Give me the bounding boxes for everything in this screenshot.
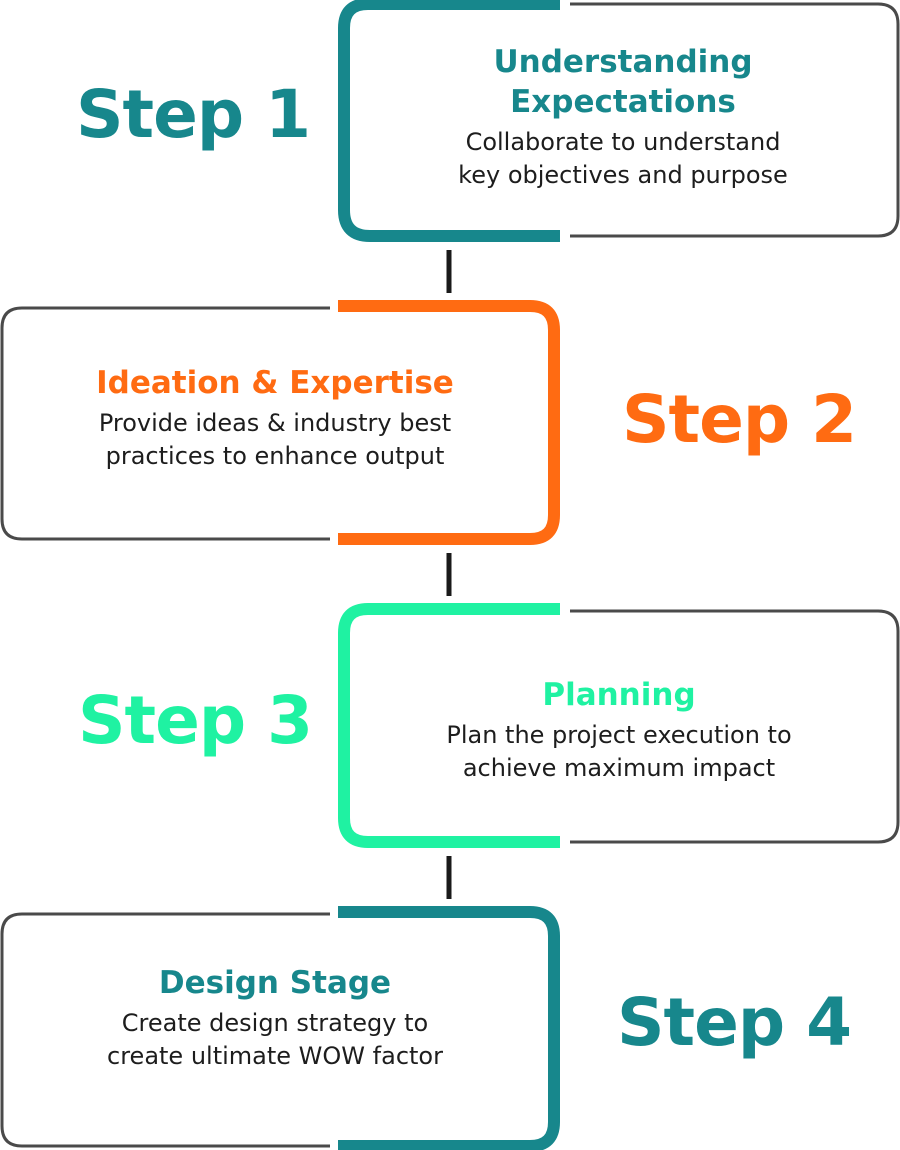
step-4-desc-line-2: create ultimate WOW factor [107, 1042, 443, 1070]
step-3-card [338, 603, 900, 848]
step-1-title-line-2: Expectations [510, 84, 736, 120]
step-2-desc-line-2: practices to enhance output [105, 442, 445, 470]
step-4-content: Design Stage Create design strategy to c… [8, 963, 542, 1073]
step-2-card [0, 300, 560, 545]
step-2-title-line-1: Ideation & Expertise [96, 365, 454, 401]
step-4-card [0, 906, 560, 1150]
step-2-description: Provide ideas & industry best practices … [8, 407, 542, 473]
step-3-desc-line-1: Plan the project execution to [446, 721, 792, 749]
step-4-desc-line-1: Create design strategy to [121, 1009, 429, 1037]
step-1-description: Collaborate to understand key objectives… [356, 126, 890, 192]
step-3-title: Planning [352, 675, 886, 715]
step-3-description: Plan the project execution to achieve ma… [352, 719, 886, 785]
step-2-desc-line-1: Provide ideas & industry best [98, 409, 452, 437]
step-2-card-bracket [338, 300, 560, 545]
step-4-title: Design Stage [8, 963, 542, 1003]
step-2-card-outline [0, 306, 330, 541]
step-2-label: Step 2 [622, 381, 857, 458]
step-2-title: Ideation & Expertise [8, 363, 542, 403]
step-4-description: Create design strategy to create ultimat… [8, 1007, 542, 1073]
step-1-card-outline [570, 2, 900, 238]
step-1-card-bracket [338, 0, 560, 242]
step-4-card-bracket [338, 906, 560, 1150]
step-1-desc-line-1: Collaborate to understand [465, 128, 781, 156]
step-2-content: Ideation & Expertise Provide ideas & ind… [8, 363, 542, 473]
step-1-card [338, 0, 900, 242]
step-1-content: Understanding Expectations Collaborate t… [356, 42, 890, 192]
step-3-card-bracket [338, 603, 560, 848]
step-1-title: Understanding Expectations [356, 42, 890, 122]
step-4-title-line-1: Design Stage [158, 965, 392, 1001]
step-3-card-outline [570, 609, 900, 844]
step-3-content: Planning Plan the project execution to a… [352, 675, 886, 785]
step-3-desc-line-2: achieve maximum impact [462, 754, 776, 782]
step-1-title-line-1: Understanding [493, 44, 753, 80]
step-1-desc-line-2: key objectives and purpose [458, 161, 788, 189]
step-3-label: Step 3 [78, 682, 313, 759]
step-4-label: Step 4 [617, 984, 852, 1061]
step-1-label: Step 1 [76, 76, 311, 153]
step-4-card-outline [0, 912, 330, 1148]
step-3-title-line-1: Planning [542, 677, 696, 713]
